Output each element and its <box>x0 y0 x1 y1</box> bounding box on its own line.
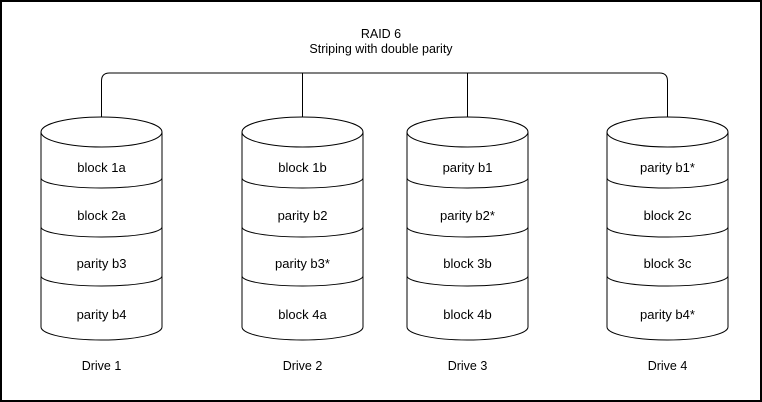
drive-label-4: Drive 4 <box>647 359 688 373</box>
block-label: parity b3 <box>76 256 127 271</box>
drive-cylinder-icon <box>241 116 364 341</box>
block-label: block 3b <box>443 256 492 271</box>
diagram-title: RAID 6 <box>360 27 402 41</box>
block-label: block 4a <box>278 307 327 322</box>
drive-2: block 1b parity b2 parity b3* block 4a <box>241 116 364 342</box>
block-label: block 1b <box>278 160 327 175</box>
drive-3: parity b1 parity b2* block 3b block 4b <box>406 116 529 342</box>
drive-cylinder-icon <box>606 116 729 341</box>
drive-label-1: Drive 1 <box>81 359 122 373</box>
block-label: parity b4 <box>76 307 127 322</box>
drive-label-3: Drive 3 <box>447 359 488 373</box>
block-label: parity b1 <box>442 160 493 175</box>
block-label: block 2c <box>643 208 692 223</box>
block-label: block 1a <box>77 160 126 175</box>
block-label: parity b1* <box>640 160 695 175</box>
block-label: block 4b <box>443 307 492 322</box>
block-label: parity b3* <box>275 256 330 271</box>
diagram-title-block: RAID 6 Striping with double parity <box>2 27 760 57</box>
drive-1: block 1a block 2a parity b3 parity b4 <box>40 116 163 342</box>
drive-label-2: Drive 2 <box>282 359 323 373</box>
drive-cylinder-icon <box>406 116 529 341</box>
block-label: block 2a <box>77 208 126 223</box>
drive-cylinder-icon <box>40 116 163 341</box>
block-label: parity b2 <box>277 208 328 223</box>
block-label: block 3c <box>643 256 692 271</box>
block-label: parity b2* <box>440 208 495 223</box>
drive-4: parity b1* block 2c block 3c parity b4* <box>606 116 729 342</box>
block-label: parity b4* <box>640 307 695 322</box>
diagram-subtitle: Striping with double parity <box>309 42 453 56</box>
